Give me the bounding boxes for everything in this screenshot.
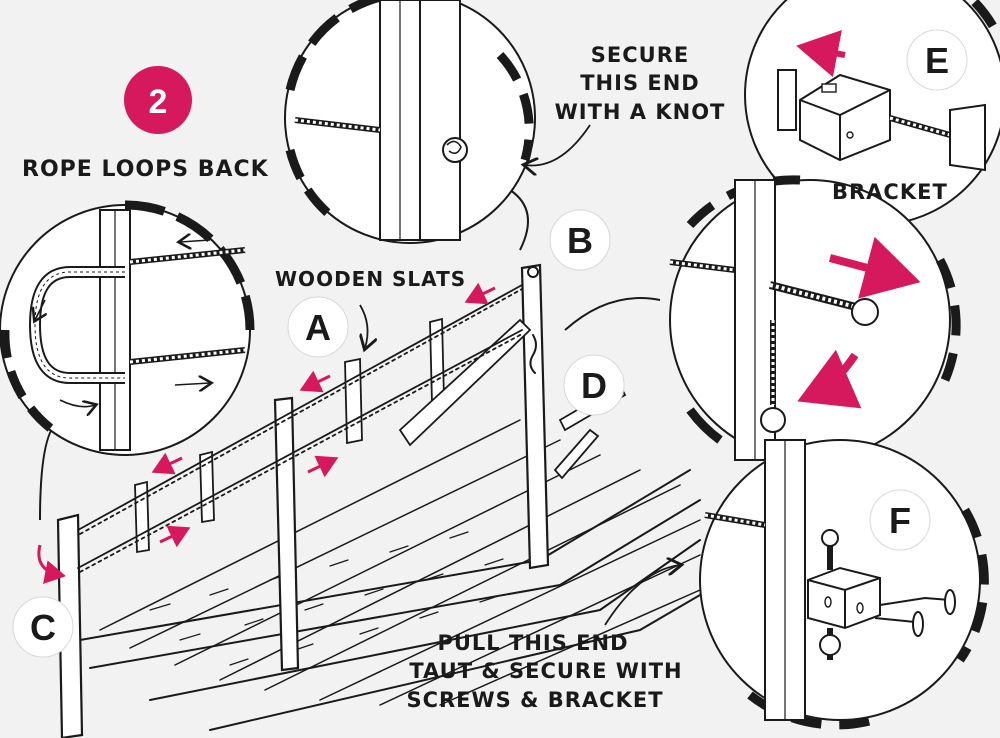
- label-bracket: BRACKET: [832, 180, 948, 204]
- marker-a: A: [287, 296, 349, 358]
- marker-d: D: [563, 354, 625, 416]
- detail-screw-bracket: [604, 439, 989, 730]
- marker-f: F: [869, 489, 931, 551]
- step-number: 2: [149, 83, 168, 121]
- label-wooden-slats: WOODEN SLATS: [275, 267, 466, 291]
- detail-knot: [284, 0, 591, 251]
- label-secure-line2: THIS END: [580, 71, 700, 95]
- label-secure-line3: WITH A KNOT: [555, 100, 726, 124]
- label-rope-loops-back: ROPE LOOPS BACK: [22, 157, 269, 182]
- step-badge: 2: [124, 66, 192, 134]
- slats-pointer-arrow: [360, 304, 368, 348]
- marker-d-label: D: [581, 365, 607, 406]
- bridge-deck: [79, 419, 701, 731]
- label-secure-line1: SECURE: [591, 43, 689, 67]
- marker-f-label: F: [889, 500, 911, 541]
- marker-b: B: [549, 209, 611, 271]
- marker-b-label: B: [567, 220, 593, 261]
- bridge-ropes: [77, 284, 523, 573]
- detail-knot-side: [564, 175, 961, 461]
- marker-e: E: [906, 29, 968, 91]
- label-pull-line1: PULL THIS END: [437, 631, 628, 655]
- marker-c-label: C: [30, 607, 56, 648]
- label-pull-line3: SCREWS & BRACKET: [406, 688, 663, 712]
- detail-rope-loops: [0, 200, 255, 521]
- marker-a-label: A: [305, 307, 331, 348]
- label-pull-line2: TAUT & SECURE WITH: [409, 659, 682, 683]
- rope-direction-arrows: [37, 282, 496, 584]
- marker-e-label: E: [925, 40, 949, 81]
- marker-c: C: [12, 596, 74, 658]
